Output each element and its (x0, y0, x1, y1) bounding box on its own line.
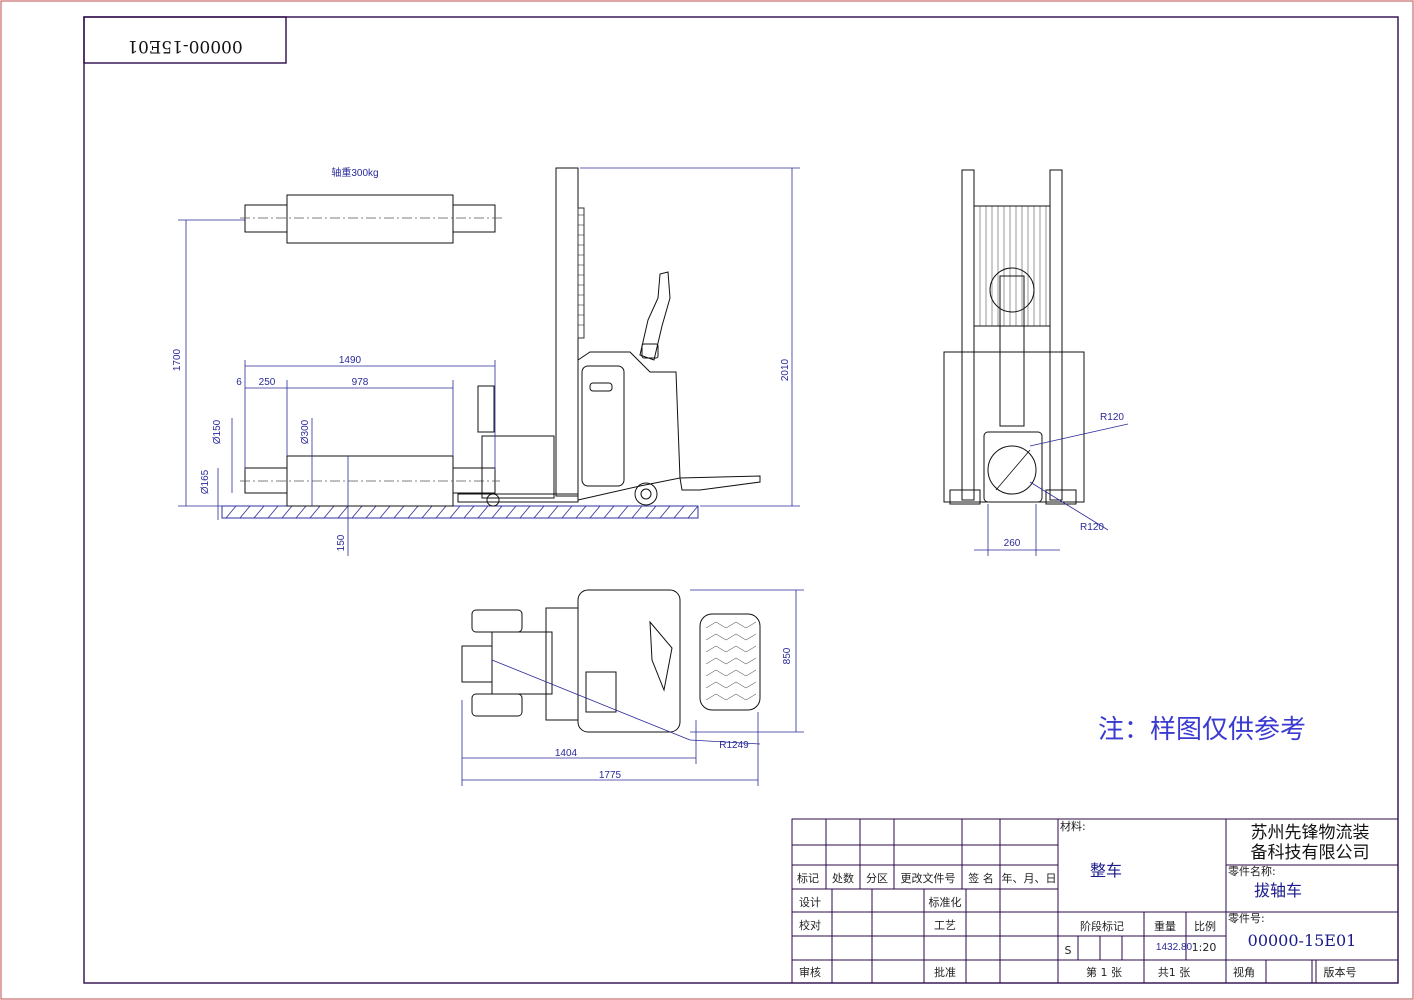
tb-check: 校对 (799, 918, 821, 932)
drive-wheel (634, 482, 658, 506)
tb-material-label: 材料: (1060, 819, 1086, 833)
tiller-handle (639, 271, 671, 361)
dim-r1249: R1249 (719, 740, 749, 751)
operator-platform (679, 475, 761, 491)
mast (555, 167, 579, 497)
roll-shaft-right (452, 204, 496, 233)
front-mast-right (1049, 169, 1063, 501)
mirrored-code: 00000-15E01 (127, 36, 243, 56)
tb-part-name: 拔轴车 (1254, 881, 1302, 900)
tb-sheet: 第 1 张 (1086, 965, 1122, 979)
dim-150-ground: 150 (336, 534, 347, 551)
dim-1775: 1775 (599, 770, 622, 781)
tb-version: 版本号 (1324, 965, 1357, 979)
top-fork-lower (471, 693, 523, 717)
front-mast-left (961, 169, 975, 501)
tb-header-zone: 分区 (866, 872, 888, 885)
title-block (791, 818, 1399, 984)
fork-plate (477, 385, 495, 433)
tb-stage-label: 阶段标记 (1080, 919, 1124, 933)
dim-850: 850 (782, 647, 793, 664)
dim-1404: 1404 (555, 748, 578, 759)
tb-weight-label: 重量 (1154, 919, 1176, 933)
tb-scale-label: 比例 (1194, 919, 1216, 933)
tb-header-date: 年、月、日 (1002, 871, 1057, 885)
reference-note: 注：样图仅供参考 (1098, 715, 1306, 745)
dim-dia-300: Ø300 (300, 419, 311, 444)
dim-2010: 2010 (780, 358, 791, 381)
mirrored-code-box (83, 16, 287, 64)
tb-view-angle: 视角 (1233, 965, 1255, 979)
tb-part-no-label: 零件号: (1228, 912, 1265, 925)
load-label: 轴重300kg (331, 166, 378, 179)
front-roll-circle (987, 445, 1037, 495)
front-center-column (999, 275, 1025, 427)
dim-260: 260 (1004, 538, 1021, 549)
top-roll-shaft (461, 645, 493, 683)
tb-material-value: 整车 (1090, 861, 1122, 880)
dim-dia-165: Ø165 (200, 469, 211, 494)
dim-1490: 1490 (339, 355, 362, 366)
tb-part-no: 00000-15E01 (1248, 931, 1357, 950)
dim-1700: 1700 (172, 348, 183, 371)
tb-part-name-label: 零件名称: (1228, 864, 1276, 878)
tb-design: 设计 (799, 896, 821, 909)
inner-border (83, 16, 1399, 984)
dim-978: 978 (352, 377, 369, 388)
roll-shaft-left (244, 204, 288, 233)
tb-company-line1: 苏州先锋物流装 (1251, 823, 1370, 843)
tb-process: 工艺 (934, 919, 956, 932)
dim-r120-top: R120 (1100, 412, 1124, 423)
top-platform (699, 613, 761, 711)
front-view: R120 R120 260 (943, 169, 1129, 556)
tb-header-signature: 签 名 (968, 871, 994, 885)
tb-company-line2: 备科技有限公司 (1251, 843, 1370, 863)
truck-body (577, 351, 681, 501)
side-view: 轴重300kg (172, 166, 800, 556)
top-chassis (577, 589, 681, 733)
roll-body (286, 194, 454, 244)
tb-approve: 批准 (934, 965, 956, 979)
tb-scale-value: 1:20 (1192, 941, 1217, 954)
top-view: 850 1404 1775 R1249 (461, 589, 804, 786)
ground-roll-shaft-left (244, 467, 288, 494)
top-fork-upper (471, 609, 523, 633)
dim-dia-150: Ø150 (212, 419, 223, 444)
tb-review: 审核 (799, 965, 821, 979)
dim-r120-bottom: R120 (1080, 522, 1104, 533)
tb-standard: 标准化 (929, 895, 962, 909)
tb-stage-value: S (1065, 944, 1072, 957)
tb-total-sheets: 共1 张 (1158, 966, 1191, 979)
tb-header-mark: 标记 (797, 871, 819, 885)
tb-weight-value: 1432.80 (1156, 942, 1193, 953)
tb-header-count: 处数 (832, 872, 854, 885)
tb-header-change-doc: 更改文件号 (901, 871, 956, 885)
dim-250: 250 (259, 377, 276, 388)
front-body (943, 351, 1085, 503)
dim-6: 6 (236, 377, 242, 388)
